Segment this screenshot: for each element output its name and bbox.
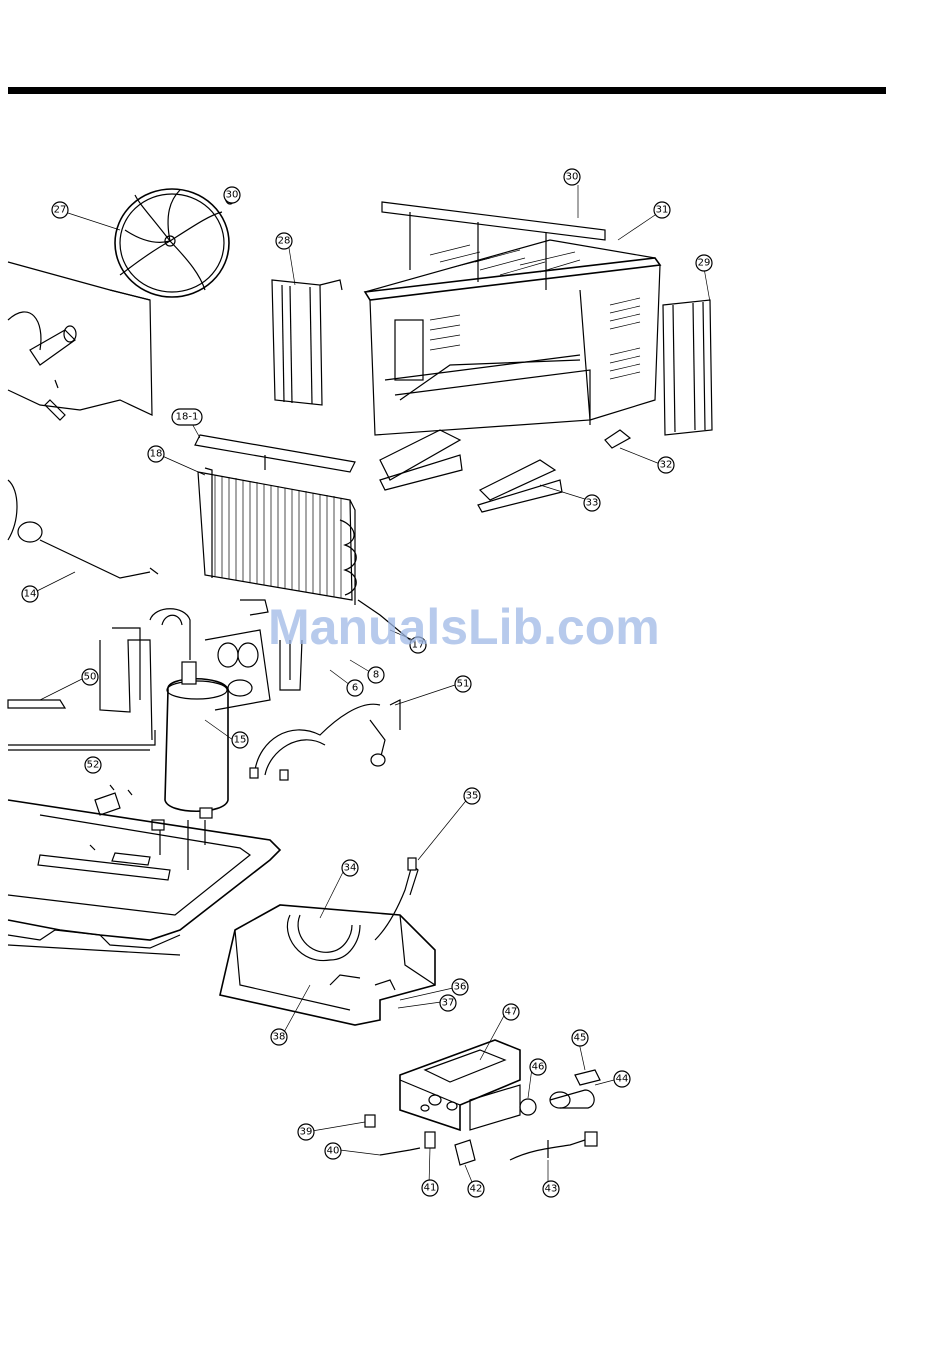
control-box — [400, 1040, 520, 1130]
piping — [8, 600, 302, 750]
capacitor — [550, 1070, 600, 1108]
callout-37: 37 — [440, 995, 456, 1011]
svg-text:34: 34 — [344, 863, 357, 874]
callout-8: 8 — [368, 667, 384, 683]
svg-text:35: 35 — [466, 791, 479, 802]
callout-52: 52 — [85, 757, 101, 773]
callout-31: 31 — [654, 202, 670, 218]
svg-text:18-1: 18-1 — [176, 412, 199, 423]
svg-text:14: 14 — [24, 589, 37, 600]
svg-text:46: 46 — [532, 1062, 545, 1073]
svg-text:36: 36 — [454, 982, 467, 993]
svg-text:15: 15 — [234, 735, 247, 746]
callout-28: 28 — [276, 233, 292, 249]
callout-18: 18 — [148, 446, 164, 462]
svg-text:29: 29 — [698, 258, 711, 269]
relay-46 — [520, 1099, 536, 1115]
svg-text:30: 30 — [226, 190, 239, 201]
coil-top-plate — [195, 435, 355, 472]
watermark: ManualsLib.com — [268, 598, 660, 656]
fan-motor-housing — [8, 262, 152, 420]
svg-text:31: 31 — [656, 205, 669, 216]
svg-text:52: 52 — [87, 760, 100, 771]
callout-47: 47 — [503, 1004, 519, 1020]
svg-text:8: 8 — [373, 670, 379, 681]
callout-45: 45 — [572, 1030, 588, 1046]
callout-30-fan: 30 — [224, 187, 240, 203]
svg-text:28: 28 — [278, 236, 291, 247]
cabinet — [365, 240, 660, 435]
clip-52 — [95, 785, 132, 815]
callout-27: 27 — [52, 202, 68, 218]
callout-29: 29 — [696, 255, 712, 271]
partial-ring — [8, 480, 17, 540]
wire-35 — [375, 858, 418, 940]
svg-text:27: 27 — [54, 205, 67, 216]
sensor-plate — [8, 700, 65, 708]
svg-text:41: 41 — [424, 1183, 437, 1194]
callout-41: 41 — [422, 1180, 438, 1196]
base-pan — [8, 800, 280, 955]
svg-text:37: 37 — [442, 998, 455, 1009]
svg-text:30: 30 — [566, 172, 579, 183]
svg-text:39: 39 — [300, 1127, 313, 1138]
callout-34: 34 — [342, 860, 358, 876]
callout-32: 32 — [658, 457, 674, 473]
callout-14: 14 — [22, 586, 38, 602]
callout-33: 33 — [584, 495, 600, 511]
callout-39: 39 — [298, 1124, 314, 1140]
compressor — [152, 662, 228, 870]
callout-18-1: 18-1 — [172, 409, 202, 425]
callout-35: 35 — [464, 788, 480, 804]
svg-text:33: 33 — [586, 498, 599, 509]
svg-text:51: 51 — [457, 679, 470, 690]
svg-text:45: 45 — [574, 1033, 587, 1044]
callout-50: 50 — [82, 669, 98, 685]
svg-text:40: 40 — [327, 1146, 340, 1157]
callout-36: 36 — [452, 979, 468, 995]
side-curtain-right — [663, 300, 712, 435]
callout-43: 43 — [543, 1181, 559, 1197]
callout-6: 6 — [347, 680, 363, 696]
overload-parts — [205, 630, 270, 710]
callout-30: 30 — [564, 169, 580, 185]
fan-blade — [115, 188, 235, 297]
callout-15: 15 — [232, 732, 248, 748]
power-cord — [510, 1132, 597, 1160]
callout-40: 40 — [325, 1143, 341, 1159]
svg-text:43: 43 — [545, 1184, 558, 1195]
leader-lines — [35, 185, 710, 1187]
callout-38: 38 — [271, 1029, 287, 1045]
svg-text:47: 47 — [505, 1007, 518, 1018]
callout-42: 42 — [468, 1181, 484, 1197]
callout-46: 46 — [530, 1059, 546, 1075]
svg-text:50: 50 — [84, 672, 97, 683]
electrical-parts — [365, 1115, 475, 1165]
svg-text:42: 42 — [470, 1184, 483, 1195]
callout-44: 44 — [614, 1071, 630, 1087]
svg-text:6: 6 — [352, 683, 358, 694]
wiring-harness — [250, 700, 400, 780]
refrigerant-tube — [18, 522, 158, 578]
svg-text:32: 32 — [660, 460, 673, 471]
svg-text:38: 38 — [273, 1032, 286, 1043]
side-curtain-left — [272, 280, 342, 405]
svg-text:18: 18 — [150, 449, 163, 460]
svg-text:44: 44 — [616, 1074, 629, 1085]
callout-51: 51 — [455, 676, 471, 692]
